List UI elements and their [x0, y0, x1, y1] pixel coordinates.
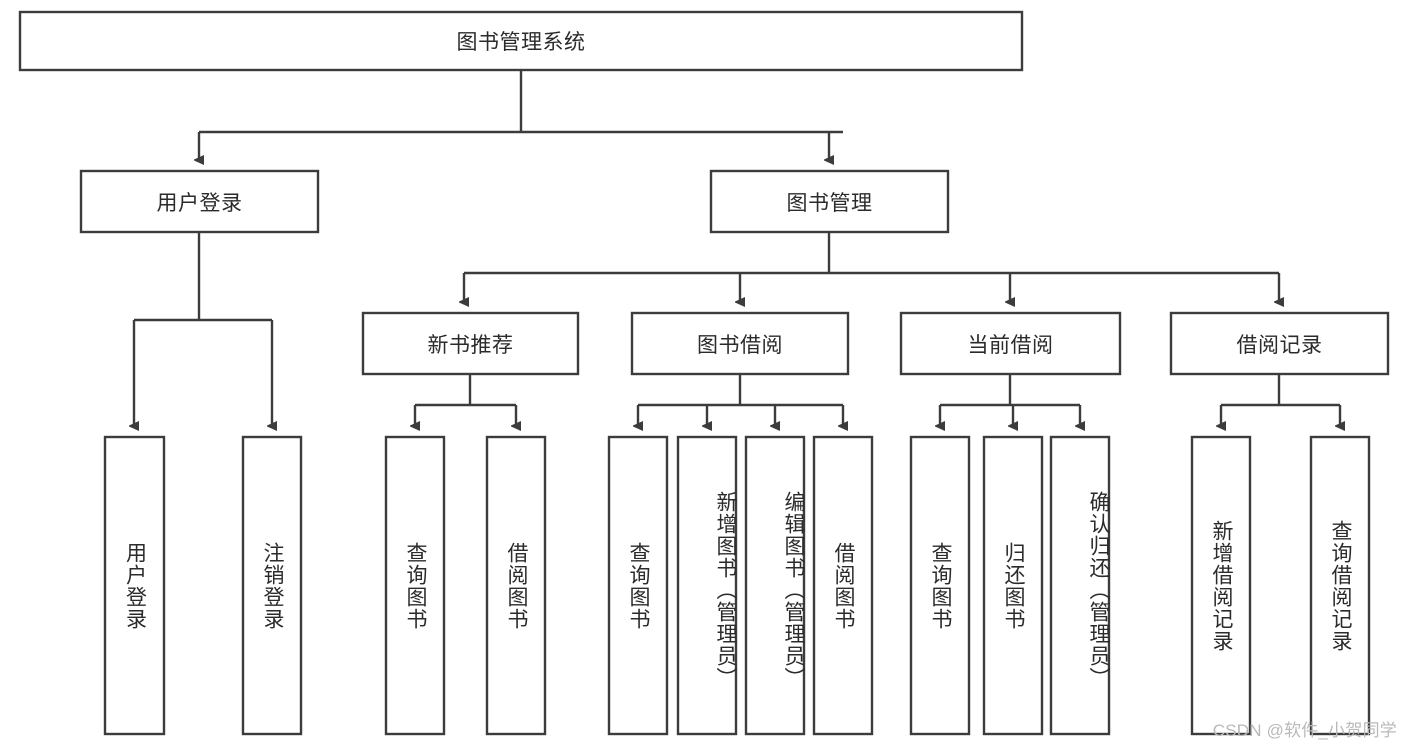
node-query-book-current[interactable] — [909, 435, 971, 736]
node-query-book-recommend[interactable] — [384, 435, 446, 736]
node-return-book-current[interactable] — [982, 435, 1044, 736]
node-borrow-book-recommend[interactable] — [485, 435, 547, 736]
node-edit-book-admin[interactable] — [744, 435, 806, 736]
node-current-borrow[interactable] — [899, 311, 1122, 376]
node-confirm-return-admin[interactable] — [1049, 435, 1111, 736]
node-add-book-admin[interactable] — [676, 435, 738, 736]
connector-borrow-record-to-leaves — [1221, 374, 1340, 426]
connector-new-book-to-leaves — [415, 374, 516, 426]
node-add-borrow-record[interactable] — [1190, 435, 1252, 736]
connector-book-borrow-to-leaves — [638, 374, 843, 426]
connector-current-borrow-to-leaves — [940, 374, 1080, 426]
node-root[interactable] — [18, 10, 1024, 72]
connector-user-login-to-leaves — [134, 232, 272, 426]
csdn-watermark: CSDN @软件_小贺同学 — [1212, 721, 1397, 740]
node-query-book-borrow[interactable] — [607, 435, 669, 736]
node-user-login-leaf[interactable] — [103, 435, 166, 736]
node-query-borrow-record[interactable] — [1309, 435, 1371, 736]
connector-book-manage-to-level3 — [464, 232, 1279, 302]
node-new-book-recommend[interactable] — [361, 311, 580, 376]
node-book-manage[interactable] — [709, 169, 950, 234]
node-book-borrow[interactable] — [630, 311, 850, 376]
node-borrow-book-borrow[interactable] — [812, 435, 874, 736]
node-user-logout-leaf[interactable] — [241, 435, 303, 736]
connector-root-to-level2 — [199, 70, 843, 160]
node-user-login[interactable] — [79, 169, 320, 234]
node-borrow-record[interactable] — [1169, 311, 1390, 376]
